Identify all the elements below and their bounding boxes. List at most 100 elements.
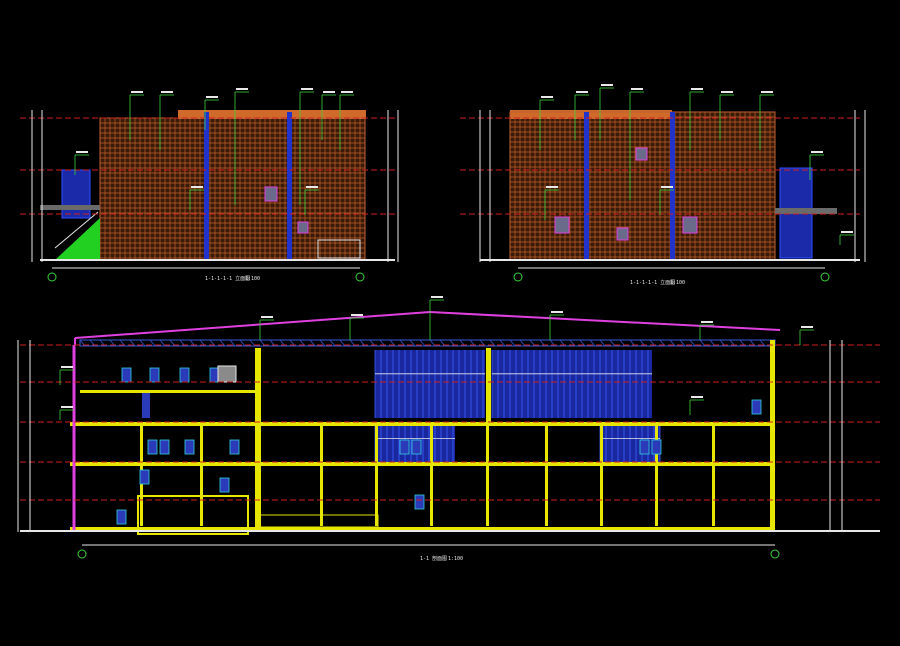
- leader-text-mark: [691, 88, 703, 90]
- door-opening: [414, 494, 425, 510]
- right-axis-bubble-a: [513, 272, 523, 282]
- section-slab-mezz: [80, 390, 260, 393]
- section-glazing-blocks: [374, 350, 661, 462]
- left-parapet: [178, 110, 366, 119]
- door-opening: [149, 367, 160, 383]
- left-axis-bubble-a: [47, 272, 57, 282]
- leader-text-mark: [61, 406, 73, 408]
- leader-text-mark: [841, 231, 853, 233]
- truss-diagonal: [409, 339, 416, 347]
- left-stair-slab: [40, 205, 100, 210]
- column: [430, 426, 433, 526]
- door-opening: [159, 439, 170, 455]
- right-blue-column-1: [584, 112, 589, 260]
- leader-text-mark: [431, 296, 443, 298]
- leader-text-mark: [341, 91, 353, 93]
- truss-diagonal: [679, 339, 686, 347]
- leader-text-mark: [631, 88, 643, 90]
- section-slab-ground: [70, 527, 775, 531]
- section-columns: [140, 426, 715, 526]
- equipment-box: [217, 365, 237, 383]
- door-opening: [139, 469, 150, 485]
- door-opening: [651, 439, 662, 455]
- door-opening: [116, 509, 127, 525]
- leader-text-mark: [721, 91, 733, 93]
- column: [545, 426, 548, 526]
- column: [200, 426, 203, 526]
- truss-diagonal: [149, 339, 156, 347]
- truss-diagonal: [329, 339, 336, 347]
- truss-diagonal: [219, 339, 226, 347]
- truss-diagonal: [579, 339, 586, 347]
- glazing-block: [375, 350, 485, 418]
- column: [320, 426, 323, 526]
- leader-text-mark: [661, 186, 673, 188]
- door-opening: [399, 439, 410, 455]
- leader-text-mark: [206, 96, 218, 98]
- right-window-2: [554, 216, 570, 234]
- truss-diagonal: [399, 339, 406, 347]
- section-annotation-leaders: [59, 296, 814, 420]
- door-opening: [639, 439, 650, 455]
- truss-diagonal: [489, 339, 496, 347]
- left-axis-bubble-b: [355, 272, 365, 282]
- truss-diagonal: [589, 339, 596, 347]
- truss-diagonal: [419, 339, 426, 347]
- leader-text-mark: [236, 88, 248, 90]
- left-stair-green-wedge: [55, 218, 100, 260]
- column: [712, 426, 715, 526]
- truss-diagonal: [319, 339, 326, 347]
- leader-text-mark: [601, 84, 613, 86]
- left-window-1: [264, 186, 278, 202]
- left-stair-tower: [61, 169, 91, 219]
- left-annotation-leaders: [74, 88, 354, 215]
- leader-text-mark: [551, 311, 563, 313]
- right-window-3: [616, 227, 629, 241]
- column: [600, 426, 603, 526]
- building-section: 1-1 剖面图 1:100: [17, 296, 880, 562]
- leader-text-mark: [701, 321, 713, 323]
- truss-diagonal: [689, 339, 696, 347]
- section-roof-line: [74, 310, 781, 339]
- section-doors: [116, 365, 762, 525]
- section-wall-core: [255, 348, 261, 528]
- left-blue-column-1: [204, 112, 209, 260]
- door-opening: [179, 367, 190, 383]
- leader-text-mark: [541, 96, 553, 98]
- leader-text-mark: [801, 326, 813, 328]
- right-window-4: [682, 216, 698, 234]
- leader-text-mark: [323, 91, 335, 93]
- right-elevation-title: 1-1-1-1-1 立面图: [630, 279, 675, 286]
- facade-panel: [100, 118, 365, 260]
- leader-text-mark: [261, 316, 273, 318]
- truss-diagonal: [139, 339, 146, 347]
- left-blue-column-2: [287, 112, 292, 260]
- section-scale: 1:100: [448, 556, 463, 562]
- right-parapet: [510, 110, 672, 119]
- leader-text-mark: [576, 91, 588, 93]
- leader-text-mark: [761, 91, 773, 93]
- left-louver: [317, 239, 361, 259]
- truss-diagonal: [509, 339, 516, 347]
- leader-text-mark: [546, 186, 558, 188]
- leader-text-mark: [811, 151, 823, 153]
- leader-text-mark: [61, 366, 73, 368]
- section-pit: [257, 514, 379, 528]
- section-wall-mid: [486, 348, 491, 424]
- section-axis-bubble-a: [77, 549, 87, 559]
- leader-text-mark: [691, 396, 703, 398]
- right-elevation: 1-1-1-1-1 立面图 1:100: [460, 84, 866, 286]
- truss-diagonal: [499, 339, 506, 347]
- leader-text-mark: [131, 91, 143, 93]
- section-slab-3: [70, 422, 775, 426]
- right-elevation-facade-grid: [509, 110, 776, 260]
- left-elevation: 1-1-1-1-1 立面图 1:100: [20, 88, 399, 282]
- right-axis-bubble-b: [820, 272, 830, 282]
- stair-opening: [142, 393, 150, 418]
- truss-diagonal: [599, 339, 606, 347]
- left-elevation-facade-grid: [99, 110, 366, 260]
- right-annotation-leaders: [539, 84, 854, 245]
- truss-diagonal: [129, 339, 136, 347]
- truss-diagonal: [309, 339, 316, 347]
- leader-text-mark: [351, 314, 363, 316]
